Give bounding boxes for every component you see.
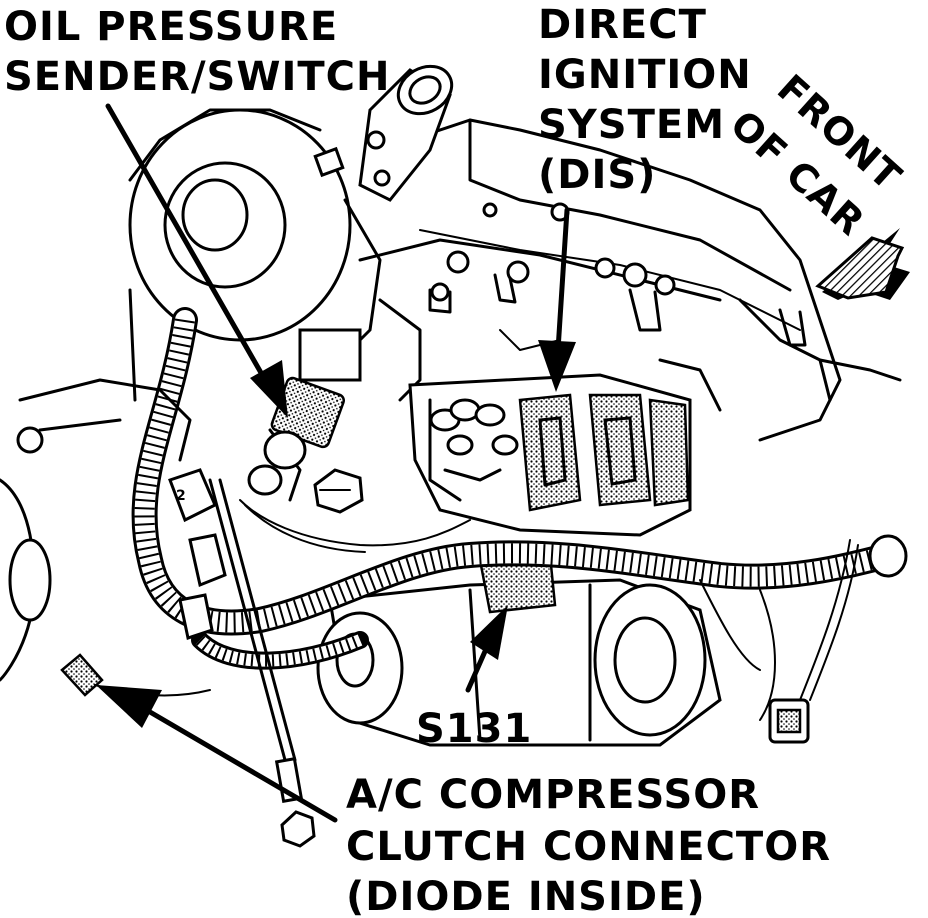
- engine-block: [358, 118, 902, 442]
- dis-arrow: [555, 207, 570, 353]
- head-bolts: [428, 202, 807, 347]
- label-dis-line3: SYSTEM: [538, 102, 725, 148]
- ac-arrow: [147, 709, 338, 823]
- label-ac-clutch: A/C COMPRESSOR CLUTCH CONNECTOR (DIODE I…: [346, 772, 831, 918]
- label-dis-line2: IGNITION: [538, 52, 752, 98]
- s131-arrowhead: [470, 605, 508, 660]
- oil-pressure-arrow: [105, 103, 271, 388]
- label-dis-line1: DIRECT: [538, 2, 707, 48]
- label-ac-line3: (DIODE INSIDE): [346, 874, 706, 918]
- label-dis: DIRECT IGNITION SYSTEM (DIS): [538, 2, 752, 198]
- oil-pressure-arrowhead: [250, 360, 288, 418]
- label-oil-pressure: OIL PRESSURE SENDER/SWITCH: [4, 4, 390, 100]
- wiring-harness: [131, 307, 908, 744]
- label-s131: S131: [416, 706, 532, 752]
- hex-bolt: [313, 468, 364, 514]
- arrow-down-left-icon: [815, 228, 910, 300]
- oil-pressure-sender: [247, 328, 362, 502]
- left-bracket: 2: [0, 378, 227, 682]
- alternator-pulley: [128, 108, 382, 402]
- label-oil-pressure-line1: OIL PRESSURE: [4, 4, 338, 50]
- pin-number: 2: [176, 488, 187, 504]
- label-oil-pressure-line2: SENDER/SWITCH: [4, 54, 390, 100]
- label-ac-line1: A/C COMPRESSOR: [346, 772, 760, 818]
- label-dis-line4: (DIS): [538, 152, 656, 198]
- filler-neck: [313, 64, 454, 202]
- label-ac-line2: CLUTCH CONNECTOR: [346, 824, 831, 870]
- dis-connectors: [428, 398, 519, 502]
- dis-module: [408, 373, 692, 537]
- ac-arrowhead: [96, 685, 162, 728]
- callout-arrows: [96, 103, 576, 823]
- starter-motor: [316, 578, 722, 747]
- dis-arrowhead: [538, 340, 576, 392]
